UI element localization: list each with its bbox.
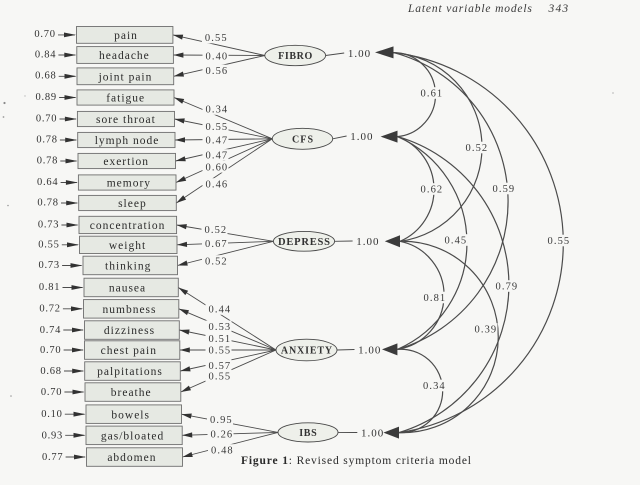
svg-text:0.46: 0.46 <box>206 180 229 191</box>
svg-text:1.00: 1.00 <box>348 48 371 60</box>
svg-text:1.00: 1.00 <box>358 344 381 356</box>
svg-text:0.78: 0.78 <box>36 135 57 146</box>
svg-text:0.73: 0.73 <box>38 220 59 231</box>
svg-text:0.55: 0.55 <box>209 345 232 356</box>
svg-text:Latent variable models: Latent variable models <box>407 3 533 15</box>
svg-text:0.81: 0.81 <box>424 293 447 304</box>
svg-text:CFS: CFS <box>292 134 314 145</box>
svg-text:palpitations: palpitations <box>97 366 163 378</box>
svg-text:thinking: thinking <box>105 261 151 273</box>
svg-text:0.64: 0.64 <box>37 177 58 188</box>
svg-text:1.00: 1.00 <box>356 236 379 248</box>
svg-text:weight: weight <box>109 240 146 252</box>
svg-text:IBS: IBS <box>299 428 317 439</box>
svg-text:0.55: 0.55 <box>206 122 229 133</box>
svg-text:0.93: 0.93 <box>42 430 63 441</box>
svg-text:0.44: 0.44 <box>209 305 232 316</box>
svg-text:concentration: concentration <box>90 220 166 232</box>
svg-text:pain: pain <box>114 30 138 42</box>
svg-text:0.34: 0.34 <box>206 105 229 116</box>
svg-text:0.77: 0.77 <box>42 452 63 463</box>
svg-text:0.61: 0.61 <box>421 89 444 100</box>
svg-text:0.34: 0.34 <box>423 381 446 392</box>
svg-text:1.00: 1.00 <box>350 131 373 143</box>
svg-text:sleep: sleep <box>118 198 147 210</box>
svg-text:0.52: 0.52 <box>205 257 228 268</box>
svg-text:joint pain: joint pain <box>98 72 153 84</box>
svg-text:0.68: 0.68 <box>35 71 56 82</box>
svg-text:ANXIETY: ANXIETY <box>281 346 333 357</box>
svg-text:0.81: 0.81 <box>39 282 60 293</box>
svg-text:memory: memory <box>107 178 151 190</box>
svg-text:fatigue: fatigue <box>106 93 145 105</box>
svg-text:DEPRESS: DEPRESS <box>278 237 331 248</box>
svg-text:dizziness: dizziness <box>104 325 155 337</box>
svg-text:0.67: 0.67 <box>205 239 228 250</box>
svg-text:headache: headache <box>99 50 150 62</box>
svg-text:numbness: numbness <box>103 304 157 316</box>
svg-text:0.70: 0.70 <box>40 345 61 356</box>
svg-text:0.51: 0.51 <box>209 334 232 345</box>
svg-text:Figure 1: Revised symptom crit: Figure 1: Revised symptom criteria model <box>241 455 472 467</box>
svg-text:0.55: 0.55 <box>548 236 571 247</box>
svg-text:gas/bloated: gas/bloated <box>101 431 164 443</box>
svg-text:0.72: 0.72 <box>39 304 60 315</box>
svg-text:0.74: 0.74 <box>40 325 61 336</box>
svg-text:343: 343 <box>548 3 570 15</box>
svg-text:0.79: 0.79 <box>496 282 519 293</box>
svg-text:0.56: 0.56 <box>206 66 229 77</box>
svg-text:0.10: 0.10 <box>41 409 62 420</box>
svg-text:0.53: 0.53 <box>209 322 232 333</box>
svg-text:0.47: 0.47 <box>206 151 229 162</box>
svg-text:0.59: 0.59 <box>493 184 516 195</box>
svg-text:0.52: 0.52 <box>205 225 228 236</box>
svg-text:0.57: 0.57 <box>209 361 232 372</box>
svg-text:chest pain: chest pain <box>101 345 157 357</box>
svg-text:FIBRO: FIBRO <box>278 51 313 62</box>
svg-text:0.70: 0.70 <box>34 29 55 40</box>
svg-text:nausea: nausea <box>109 283 146 295</box>
svg-text:0.70: 0.70 <box>36 113 57 124</box>
svg-text:0.89: 0.89 <box>36 92 57 103</box>
svg-text:abdomen: abdomen <box>107 452 156 464</box>
svg-text:0.78: 0.78 <box>37 156 58 167</box>
svg-text:0.45: 0.45 <box>445 236 468 247</box>
svg-text:0.78: 0.78 <box>37 198 58 209</box>
svg-text:0.39: 0.39 <box>475 325 498 336</box>
svg-text:0.62: 0.62 <box>421 185 444 196</box>
svg-text:0.73: 0.73 <box>39 260 60 271</box>
svg-text:breathe: breathe <box>111 387 152 399</box>
svg-text:0.68: 0.68 <box>40 366 61 377</box>
svg-text:0.55: 0.55 <box>38 240 59 251</box>
svg-text:bowels: bowels <box>111 409 150 421</box>
svg-text:0.55: 0.55 <box>209 372 232 383</box>
svg-text:0.55: 0.55 <box>205 33 228 44</box>
svg-text:1.00: 1.00 <box>361 427 384 439</box>
svg-text:0.52: 0.52 <box>466 143 489 154</box>
svg-text:exertion: exertion <box>103 156 149 168</box>
svg-text:0.48: 0.48 <box>211 446 234 457</box>
svg-text:0.60: 0.60 <box>206 162 229 173</box>
svg-text:0.40: 0.40 <box>206 52 229 63</box>
svg-text:0.84: 0.84 <box>35 49 56 60</box>
svg-text:lymph node: lymph node <box>95 135 160 147</box>
svg-text:0.70: 0.70 <box>41 387 62 398</box>
svg-text:0.47: 0.47 <box>206 136 229 147</box>
svg-text:0.95: 0.95 <box>210 415 233 426</box>
svg-text:sore throat: sore throat <box>96 114 156 126</box>
svg-text:0.26: 0.26 <box>211 430 234 441</box>
